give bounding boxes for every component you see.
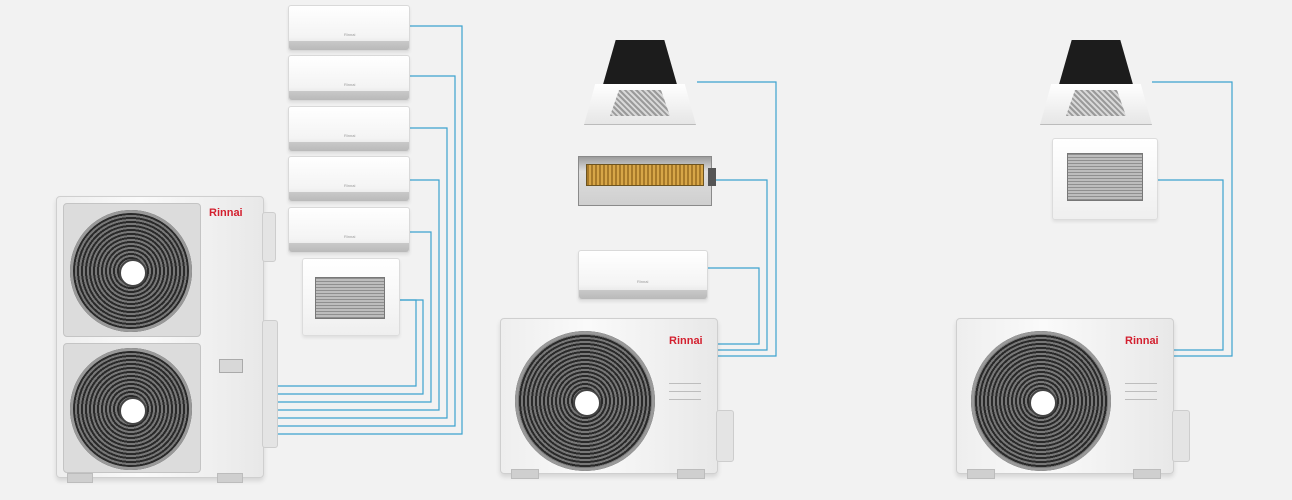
pipe-8 [697, 81, 777, 357]
side-panel [262, 212, 276, 262]
outdoor-unit-small: Rinnai [956, 318, 1174, 479]
outdoor-unit-medium: Rinnai [500, 318, 718, 479]
fan-icon [971, 331, 1111, 471]
cassette-unit-1 [584, 40, 696, 128]
wall-split-brand: Rinnai [344, 183, 356, 188]
wall-split-6: Rinnai [578, 250, 708, 300]
wall-split-5: Rinnai [288, 207, 410, 253]
wall-split-2: Rinnai [288, 55, 410, 101]
pipe-10 [706, 267, 760, 345]
wall-split-brand: Rinnai [637, 279, 649, 284]
pipe-9 [716, 179, 768, 351]
outdoor-unit-large: Rinnai [56, 196, 264, 483]
pipe-2 [275, 75, 456, 427]
brand-logo: Rinnai [1125, 335, 1159, 347]
side-panel [262, 320, 278, 448]
pipe-11 [1152, 81, 1233, 357]
fan-icon [70, 210, 192, 332]
fan-icon [70, 348, 192, 470]
unit-foot [511, 469, 539, 479]
brand-logo: Rinnai [669, 335, 703, 347]
console-grille [315, 277, 385, 319]
unit-foot [967, 469, 995, 479]
pipe-3 [275, 127, 448, 419]
pipe-4 [275, 179, 440, 411]
cassette-unit-2 [1040, 40, 1152, 128]
side-panel [716, 410, 734, 462]
upper-fan-housing [63, 203, 201, 337]
wall-split-brand: Rinnai [344, 32, 356, 37]
console-grille [1067, 153, 1143, 201]
wall-split-4: Rinnai [288, 156, 410, 202]
pipe-1 [275, 25, 463, 435]
wall-split-brand: Rinnai [344, 133, 356, 138]
wall-split-3: Rinnai [288, 106, 410, 152]
pipe-12 [1156, 179, 1224, 351]
unit-foot [677, 469, 705, 479]
unit-foot [1133, 469, 1161, 479]
pipe-7 [275, 299, 417, 387]
pipe-5 [275, 231, 432, 403]
fan-icon [515, 331, 655, 471]
lower-fan-housing [63, 343, 201, 473]
wall-split-1: Rinnai [288, 5, 410, 51]
service-label [219, 359, 243, 373]
unit-foot [217, 473, 243, 483]
side-panel [1172, 410, 1190, 462]
ducted-unit-1 [578, 156, 716, 206]
wall-split-brand: Rinnai [344, 234, 356, 239]
unit-foot [67, 473, 93, 483]
floor-console-1 [302, 258, 400, 336]
brand-logo: Rinnai [209, 207, 243, 219]
wall-split-brand: Rinnai [344, 82, 356, 87]
floor-console-2 [1052, 138, 1158, 220]
